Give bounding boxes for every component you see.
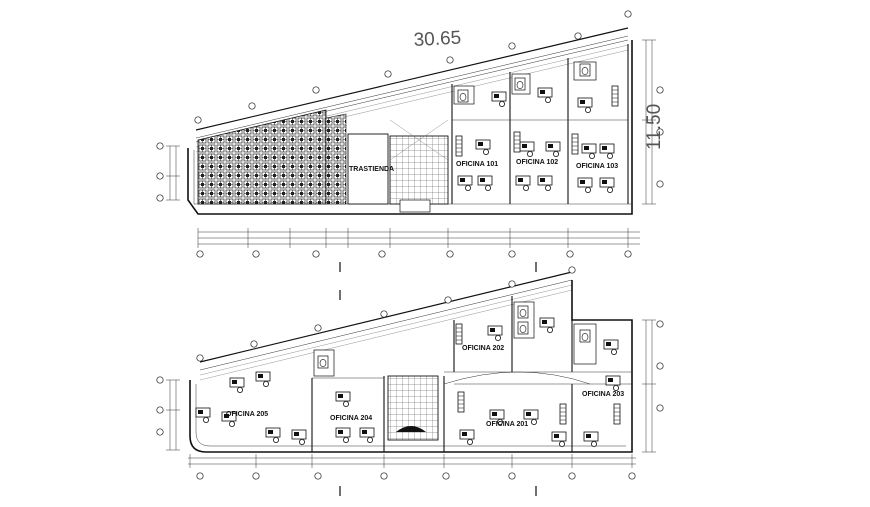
floor2-outer-wall — [189, 280, 633, 453]
floor2-dimension-chain — [188, 454, 636, 468]
floor2-diagonal-edge — [199, 271, 573, 381]
oficina-102-label: OFICINA 102 — [516, 159, 558, 166]
oficina-205-label: OFICINA 205 — [226, 411, 268, 418]
trastienda-room — [347, 133, 389, 205]
floor1-stair-zone — [389, 135, 449, 205]
oficina-103-label: OFICINA 103 — [576, 163, 618, 170]
oficina-201-label: OFICINA 201 — [486, 421, 528, 428]
second-floor-plan: OFICINA 205 OFICINA 204 OFICINA 201 OFIC… — [156, 262, 664, 496]
floor1-dimension-chain — [197, 228, 640, 248]
side-length-dimension: 11.50 — [644, 104, 665, 150]
floor1-tiled-area — [197, 109, 327, 205]
floor2-axis-markers — [156, 266, 664, 480]
oficina-204-label: OFICINA 204 — [330, 415, 372, 422]
first-floor-plan: TRASTIENDA OFICINA 101 OFICINA 102 OFICI… — [156, 10, 665, 258]
trastienda-label: TRASTIENDA — [349, 166, 394, 173]
oficina-101-label: OFICINA 101 — [456, 161, 498, 168]
oficina-203-label: OFICINA 203 — [582, 391, 624, 398]
floor1-desks — [457, 87, 615, 194]
floor1-outer-wall — [187, 40, 633, 215]
top-length-dimension: 30.65 — [413, 28, 462, 51]
oficina-202-label: OFICINA 202 — [462, 345, 504, 352]
